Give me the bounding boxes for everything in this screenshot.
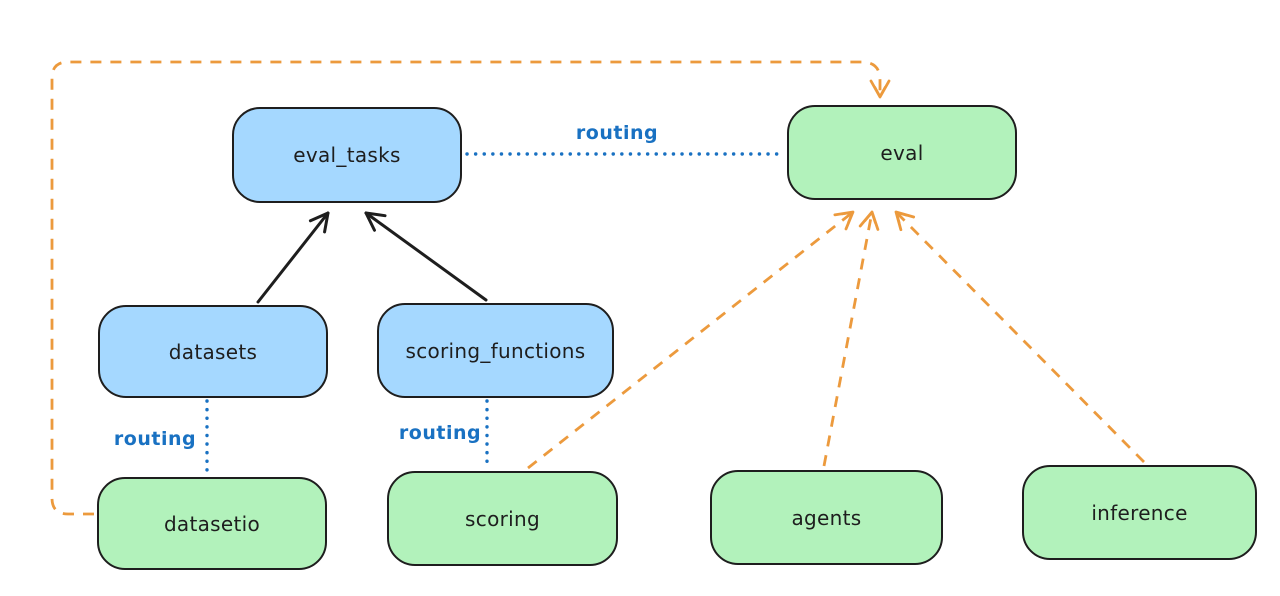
- node-scoring-functions: scoring_functions: [377, 303, 614, 398]
- edge-label-routing-mid: routing: [398, 422, 482, 444]
- node-agents: agents: [710, 470, 943, 565]
- dashed-arrow-inference-to-eval: [894, 210, 1145, 463]
- edge-label-routing-top: routing: [575, 122, 659, 144]
- node-datasets-label: datasets: [168, 339, 258, 364]
- dashed-arrow-datasetio-to-eval: [50, 60, 891, 516]
- dashed-arrow-scoring-to-eval: [527, 210, 855, 470]
- node-datasets: datasets: [98, 305, 328, 398]
- node-eval: eval: [787, 105, 1017, 200]
- node-inference: inference: [1022, 465, 1257, 560]
- arrow-scoring-functions-to-eval-tasks: [364, 211, 488, 302]
- arrow-datasets-to-eval-tasks: [256, 211, 330, 304]
- node-inference-label: inference: [1091, 500, 1188, 525]
- node-agents-label: agents: [791, 505, 862, 530]
- node-eval-tasks: eval_tasks: [232, 107, 462, 203]
- node-scoring: scoring: [387, 471, 618, 566]
- dashed-arrow-agents-to-eval: [822, 210, 880, 467]
- node-datasetio: datasetio: [97, 477, 327, 570]
- node-eval-label: eval: [880, 140, 924, 165]
- node-scoring-functions-label: scoring_functions: [405, 338, 586, 363]
- node-datasetio-label: datasetio: [163, 511, 261, 536]
- node-scoring-label: scoring: [465, 506, 540, 531]
- node-eval-tasks-label: eval_tasks: [293, 143, 401, 167]
- edge-label-routing-left: routing: [113, 428, 197, 450]
